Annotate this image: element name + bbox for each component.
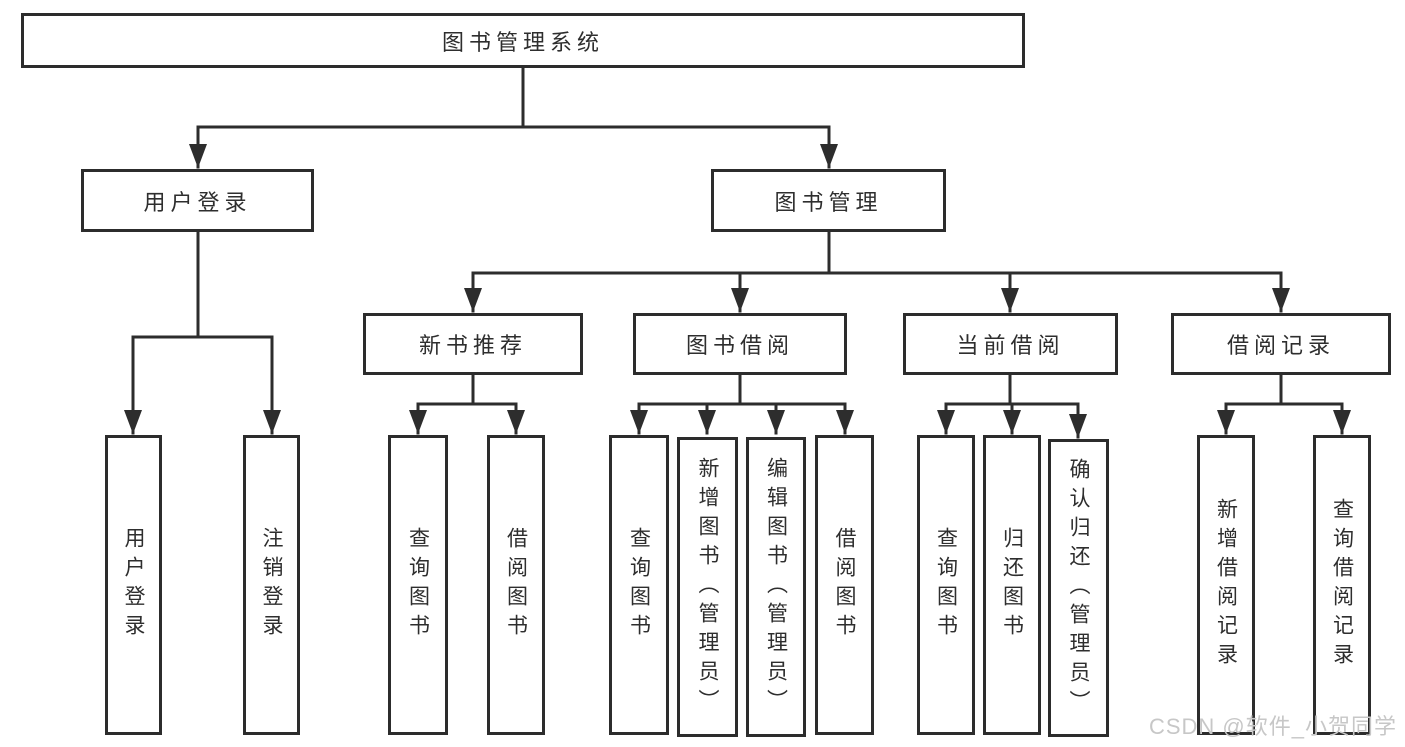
node-leaf-search-borrow-record-label: 查询借阅记录 (1330, 498, 1354, 672)
node-leaf-user-login-label: 用户登录 (122, 527, 145, 643)
node-leaf-edit-books-admin: 编辑图书（管理员） (746, 437, 806, 737)
node-borrow-records-label: 借阅记录 (1226, 333, 1335, 358)
node-new-book-recommend-label: 新书推荐 (418, 333, 527, 358)
node-leaf-search-books-current: 查询图书 (917, 435, 975, 735)
node-leaf-search-borrow-record: 查询借阅记录 (1313, 435, 1371, 735)
node-leaf-logout: 注销登录 (243, 435, 300, 735)
node-leaf-borrow-books: 借阅图书 (815, 435, 874, 735)
node-user-login-label: 用户登录 (143, 189, 252, 215)
node-new-book-recommend: 新书推荐 (363, 313, 583, 375)
node-leaf-borrow-books-recommend: 借阅图书 (487, 435, 545, 735)
node-book-management: 图书管理 (711, 169, 946, 232)
node-leaf-add-borrow-record: 新增借阅记录 (1197, 435, 1255, 735)
node-leaf-user-login: 用户登录 (105, 435, 162, 735)
node-leaf-search-books-recommend: 查询图书 (388, 435, 448, 735)
node-leaf-confirm-return-admin-label: 确认归还（管理员） (1067, 457, 1090, 719)
node-leaf-search-books-recommend-label: 查询图书 (406, 527, 430, 643)
node-user-login: 用户登录 (81, 169, 314, 232)
node-leaf-add-borrow-record-label: 新增借阅记录 (1214, 498, 1238, 672)
node-leaf-return-books: 归还图书 (983, 435, 1041, 735)
node-leaf-search-books-borrowing-label: 查询图书 (627, 527, 651, 643)
node-leaf-search-books-borrowing: 查询图书 (609, 435, 669, 735)
node-leaf-logout-label: 注销登录 (260, 527, 283, 643)
node-borrow-records: 借阅记录 (1171, 313, 1391, 375)
csdn-watermark: CSDN @软件_小贺同学 (1148, 714, 1397, 739)
node-library-system-label: 图书管理系统 (441, 29, 604, 55)
node-book-borrowing: 图书借阅 (633, 313, 847, 375)
node-leaf-edit-books-admin-label: 编辑图书（管理员） (764, 456, 788, 718)
node-current-borrowing-label: 当前借阅 (956, 333, 1065, 358)
node-current-borrowing: 当前借阅 (903, 313, 1118, 375)
node-book-management-label: 图书管理 (774, 189, 883, 215)
node-leaf-add-books-admin-label: 新增图书（管理员） (696, 456, 719, 718)
node-leaf-borrow-books-label: 借阅图书 (833, 527, 856, 643)
node-leaf-search-books-current-label: 查询图书 (934, 527, 958, 643)
node-book-borrowing-label: 图书借阅 (685, 333, 794, 358)
node-library-system: 图书管理系统 (21, 13, 1025, 68)
node-leaf-return-books-label: 归还图书 (1000, 527, 1024, 643)
node-leaf-add-books-admin: 新增图书（管理员） (677, 437, 738, 737)
node-leaf-borrow-books-recommend-label: 借阅图书 (504, 527, 528, 643)
node-leaf-confirm-return-admin: 确认归还（管理员） (1048, 439, 1109, 737)
